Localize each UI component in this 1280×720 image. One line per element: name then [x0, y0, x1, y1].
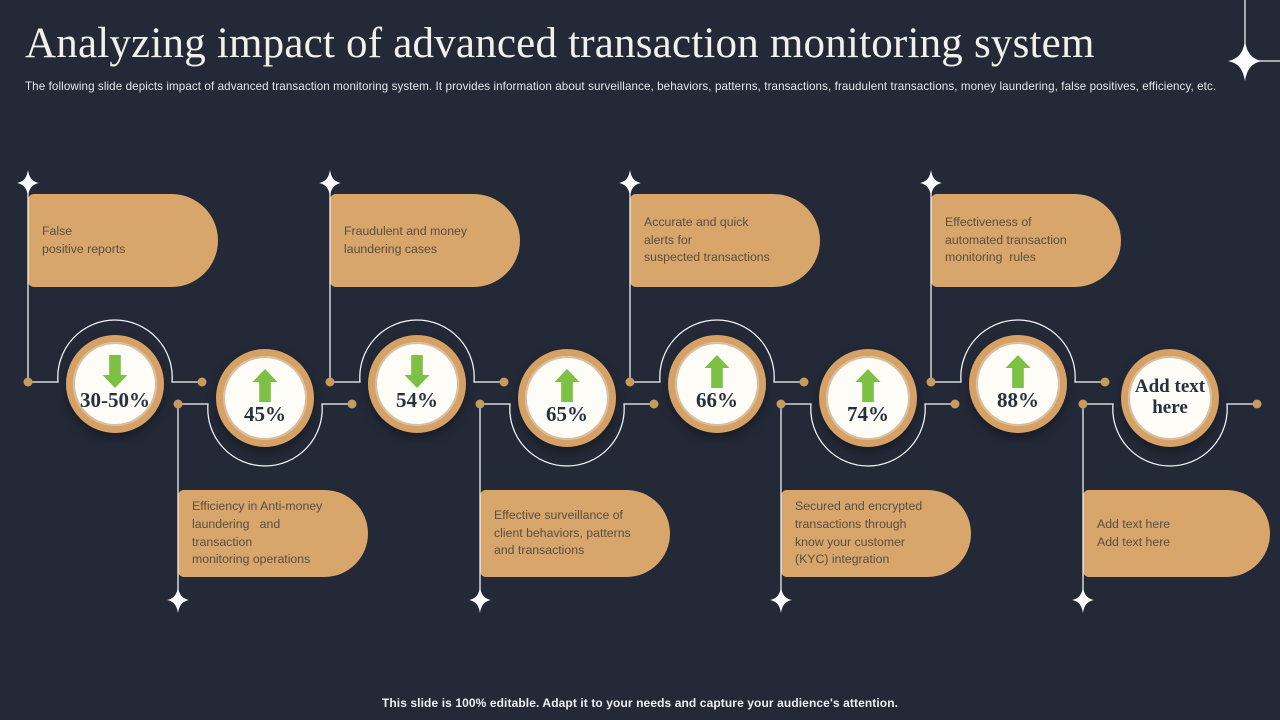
metric-circle-surveillance[interactable]: 65%	[518, 349, 616, 447]
sparkle-icon	[619, 170, 641, 196]
callout-false-positives[interactable]: False positive reports	[28, 194, 218, 287]
callout-text: Add text here Add text here	[1097, 516, 1171, 549]
trend-arrow-icon	[855, 369, 881, 403]
callout-fraud-cases[interactable]: Fraudulent and money laundering cases	[330, 194, 520, 287]
sparkle-icon	[319, 170, 341, 196]
callout-aml-efficiency[interactable]: Efficiency in Anti-money laundering and …	[178, 490, 368, 577]
metric-circle-aml-efficiency[interactable]: 45%	[216, 349, 314, 447]
sparkle-icon	[770, 587, 792, 613]
metric-value: 30-50%	[80, 388, 150, 413]
callout-quick-alerts[interactable]: Accurate and quick alerts for suspected …	[630, 194, 820, 287]
sparkle-icon	[167, 587, 189, 613]
metric-circle-automation-rules[interactable]: 88%	[969, 335, 1067, 433]
metric-value: 88%	[997, 388, 1039, 413]
sparkle-icon	[469, 587, 491, 613]
slide-description: The following slide depicts impact of ad…	[25, 80, 1217, 93]
page-title: Analyzing impact of advanced transaction…	[25, 20, 1095, 67]
metric-circle-kyc-security[interactable]: 74%	[819, 349, 917, 447]
metric-circle-placeholder[interactable]: Add text here	[1121, 349, 1219, 447]
sparkle-icon	[1227, 40, 1263, 82]
callout-surveillance[interactable]: Effective surveillance of client behavio…	[480, 490, 670, 577]
trend-arrow-icon	[404, 355, 430, 389]
metric-circle-quick-alerts[interactable]: 66%	[668, 335, 766, 433]
metric-value: 66%	[696, 388, 738, 413]
metric-value: Add text here	[1134, 376, 1206, 418]
metric-value: 54%	[396, 388, 438, 413]
callout-text: Fraudulent and money laundering cases	[344, 223, 468, 256]
metric-value: 74%	[847, 402, 889, 427]
connector-dots	[23, 377, 1262, 409]
callout-text: Accurate and quick alerts for suspected …	[644, 214, 770, 265]
callout-text: Secured and encrypted transactions throu…	[795, 498, 923, 567]
trend-arrow-icon	[1005, 355, 1031, 389]
metric-circle-fraud-cases[interactable]: 54%	[368, 335, 466, 433]
sparkle-icon	[920, 170, 942, 196]
metric-value: 65%	[546, 402, 588, 427]
trend-arrow-icon	[252, 369, 278, 403]
metric-circle-false-positives[interactable]: 30-50%	[66, 335, 164, 433]
callout-text: Effective surveillance of client behavio…	[494, 507, 631, 558]
callout-text: Efficiency in Anti-money laundering and …	[192, 498, 323, 567]
callout-placeholder[interactable]: Add text here Add text here	[1083, 490, 1270, 577]
trend-arrow-icon	[554, 369, 580, 403]
callout-text: False positive reports	[42, 223, 126, 256]
trend-arrow-icon	[102, 355, 128, 389]
sparkle-icon	[17, 170, 39, 196]
callout-automation-rules[interactable]: Effectiveness of automated transaction m…	[931, 194, 1121, 287]
metric-value: 45%	[244, 402, 286, 427]
callout-kyc-security[interactable]: Secured and encrypted transactions throu…	[781, 490, 971, 577]
trend-arrow-icon	[704, 355, 730, 389]
callout-text: Effectiveness of automated transaction m…	[945, 214, 1067, 265]
sparkle-icon	[1072, 587, 1094, 613]
slide-footer-note: This slide is 100% editable. Adapt it to…	[381, 696, 899, 710]
